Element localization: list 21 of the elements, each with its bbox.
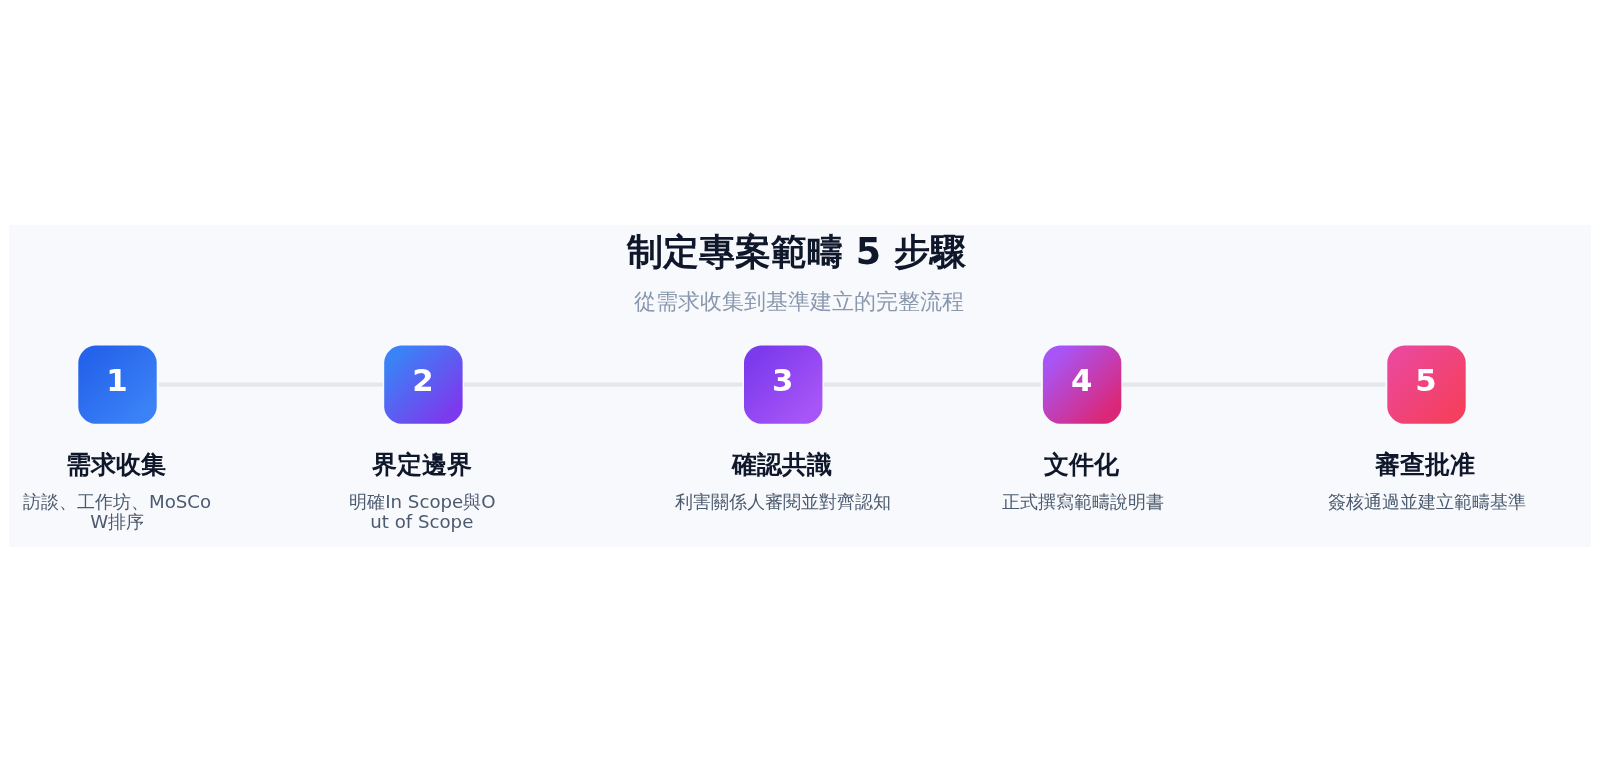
node-label: 審查批准 — [1375, 450, 1476, 480]
node-label: 正式撰寫範疇說明書 — [1001, 491, 1164, 513]
node-label: 利害關係人審閱並對齊認知 — [675, 491, 892, 513]
node-box: 1 — [78, 345, 157, 424]
node-label: 訪談、工作坊、MoSCoW排序 — [23, 491, 212, 532]
node-label: 明確In Scope與Out of Scope — [349, 491, 496, 532]
node-label: 需求收集 — [66, 450, 167, 480]
node-box: 2 — [384, 345, 463, 424]
node-box: 3 — [744, 345, 823, 424]
caption: 從需求收集到基準建立的完整流程 — [634, 287, 965, 314]
connector — [464, 382, 743, 387]
node-label: 簽核通過並建立範疇基準 — [1327, 491, 1526, 513]
node-box: 5 — [1387, 345, 1466, 424]
diagram-title: 制定專案範疇 5 步驟 — [627, 229, 966, 273]
node-box: 4 — [1042, 345, 1122, 424]
node-label: 文件化 — [1043, 450, 1119, 480]
connector — [823, 382, 1041, 387]
connector — [158, 382, 383, 387]
node-label: 界定邊界 — [372, 450, 473, 480]
connector — [1122, 382, 1386, 387]
node-label: 確認共識 — [732, 450, 833, 480]
